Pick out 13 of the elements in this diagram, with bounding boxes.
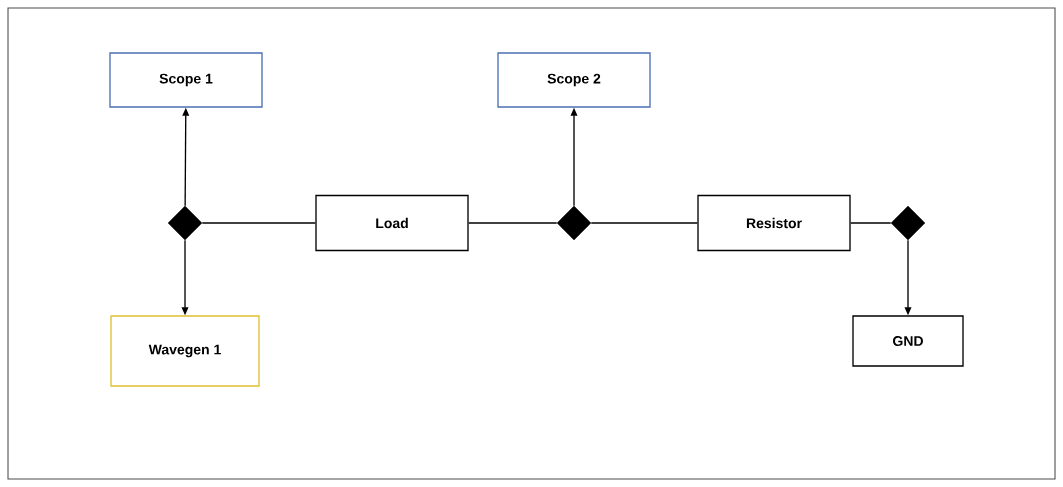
connector	[850, 222, 892, 224]
block-box: Wavegen 1	[110, 315, 260, 387]
block-box: GND	[852, 315, 964, 367]
block-box: Scope 2	[497, 52, 651, 108]
block-box: Load	[315, 194, 469, 252]
connector	[590, 222, 698, 224]
junction-diamond	[890, 205, 926, 241]
connector	[468, 222, 558, 224]
junction-diamond	[167, 205, 203, 241]
junction-diamond	[556, 205, 592, 241]
connector	[201, 222, 316, 224]
block-box: Scope 1	[109, 52, 263, 108]
block-box: Resistor	[697, 194, 851, 252]
